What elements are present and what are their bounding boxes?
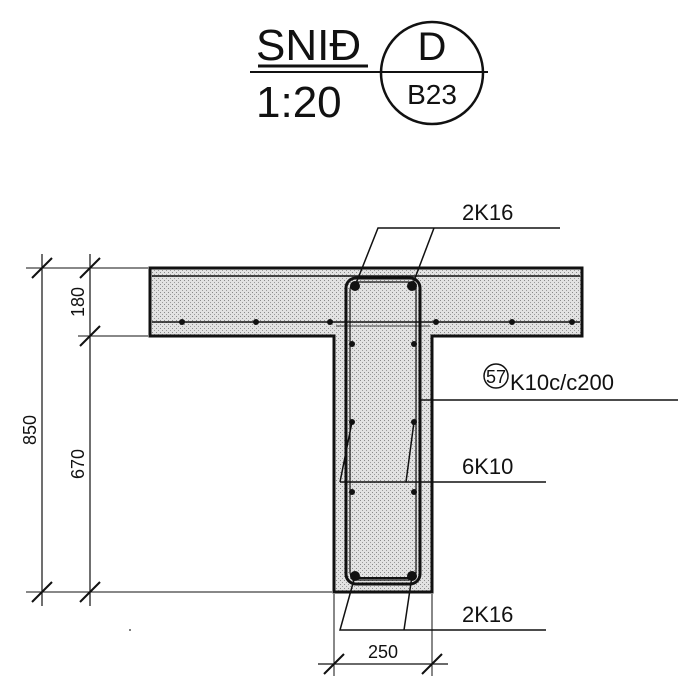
side-bars-label: 6K10 [462,454,513,479]
t-beam-section [148,266,584,594]
side-bar [411,341,417,347]
side-bars-leader-left [339,421,353,483]
dim-flange-label: 180 [68,287,88,317]
stirrup-mark: 57 [486,367,506,387]
side-bar [349,489,355,495]
top-bars-leader-2 [411,227,435,287]
side-bars-leader-right [405,421,415,483]
slab-bar-dot [433,319,439,325]
dim-width-tick-right [421,653,443,675]
top-bars-leader [354,227,560,287]
rebar-callouts: 2K16 57 K10c/c200 6K10 2K16 [339,200,678,631]
dim-parts-tick-top [79,257,101,279]
bottom-bars-label: 2K16 [462,602,513,627]
section-id: D [418,25,447,69]
dim-total-tick-bottom [31,581,53,603]
top-bars-label: 2K16 [462,200,513,225]
bottom-bars-leader [339,575,546,631]
title-block: SNIĐ 1:20 D B23 [250,20,488,127]
stirrup [344,276,422,586]
bottom-bars-leader-2 [403,575,413,631]
side-bar [411,489,417,495]
dim-parts-tick-bottom [79,581,101,603]
slab-bar-dot [509,319,515,325]
stirrup-label: K10c/c200 [510,370,614,395]
dimensions: 850 180 670 250 [20,254,448,676]
section-marker-circle [379,20,485,126]
stray-mark [129,629,131,631]
stirrup-mark-circle [483,363,509,389]
dim-web-label: 670 [68,449,88,479]
dim-width-tick-left [323,653,345,675]
dim-total-tick-top [31,257,53,279]
slab-bar-dot [253,319,259,325]
dim-total-label: 850 [20,415,40,445]
slab-bar-dot [569,319,575,325]
dim-parts-tick-mid [79,325,101,347]
slab-bar-dot [179,319,185,325]
slab-bar-dot [327,319,333,325]
dim-width-label: 250 [368,642,398,662]
side-bar [349,341,355,347]
scale-label: 1:20 [256,78,342,127]
sheet-ref: B23 [407,79,457,110]
concrete-outline [148,266,584,594]
section-label: SNIĐ [256,21,361,70]
